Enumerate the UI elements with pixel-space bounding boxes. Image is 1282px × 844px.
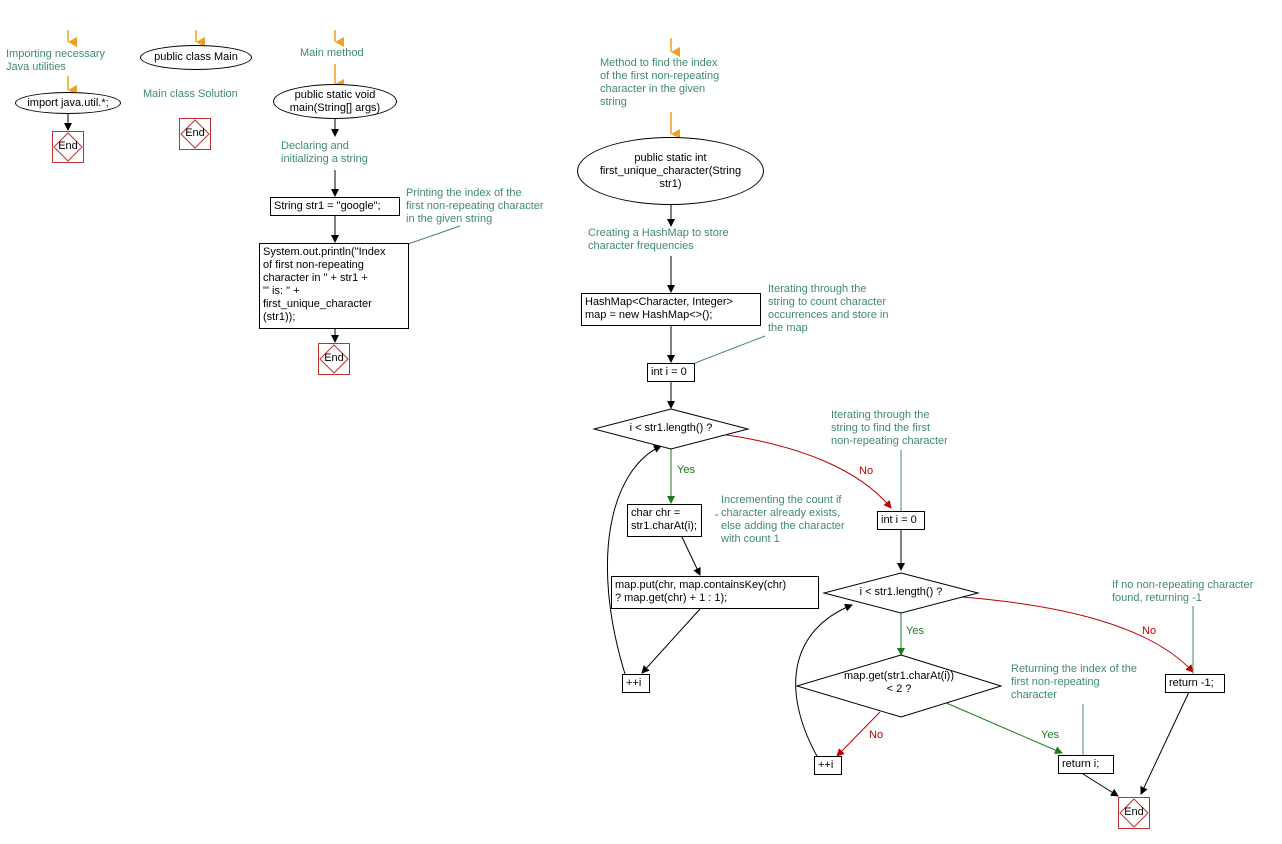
init-loop1-box: int i = 0 xyxy=(647,363,695,382)
end-node: End xyxy=(179,118,211,150)
main-text: public static void main(String[] args) xyxy=(289,88,381,114)
yes-connectors xyxy=(667,446,1063,754)
end-node: End xyxy=(52,131,84,163)
hashmap-decl-box: HashMap<Character, Integer> map = new Ha… xyxy=(581,293,761,326)
start-arrows xyxy=(67,30,680,139)
yes-label: Yes xyxy=(677,464,695,476)
note-class: Main class Solution xyxy=(143,88,238,100)
class-node: public class Main xyxy=(140,45,252,70)
note-iterate-count: Iterating through the string to count ch… xyxy=(768,283,889,334)
connectors xyxy=(64,114,1190,797)
no-label: No xyxy=(869,729,884,741)
main-method-node: public static void main(String[] args) xyxy=(273,84,397,119)
signature-text: public static int first_unique_character… xyxy=(599,151,742,190)
char-chr-box: char chr = str1.charAt(i); xyxy=(627,504,702,537)
note-hashmap: Creating a HashMap to store character fr… xyxy=(588,227,729,252)
import-node: import java.util.*; xyxy=(15,92,121,114)
note-method: Method to find the index of the first no… xyxy=(600,57,720,108)
cond2-text: i < str1.length() ? xyxy=(859,586,943,598)
init-loop2-box: int i = 0 xyxy=(877,511,925,530)
no-label: No xyxy=(859,465,874,477)
return-i-box: return i; xyxy=(1058,755,1114,774)
import-text: import java.util.*; xyxy=(27,96,109,109)
increment-i-box: ++i xyxy=(814,756,842,775)
note-return-neg: If no non-repeating character found, ret… xyxy=(1112,579,1254,604)
note-leaders xyxy=(407,225,1194,757)
decision-diamond xyxy=(592,408,750,450)
cond1-text: i < str1.length() ? xyxy=(629,422,713,434)
end-label: End xyxy=(58,140,78,152)
declare-string-box: String str1 = "google"; xyxy=(270,197,400,216)
class-text: public class Main xyxy=(154,51,238,63)
decision-diamond xyxy=(822,572,980,614)
no-connectors xyxy=(719,433,1194,757)
note-print: Printing the index of the first non-repe… xyxy=(406,187,544,225)
end-node: End xyxy=(1118,797,1150,829)
cond3-text: map.get(str1.charAt(i)) < 2 ? xyxy=(843,670,955,695)
note-increment: Incrementing the count if character alre… xyxy=(721,494,845,545)
end-label: End xyxy=(1124,806,1144,818)
end-label: End xyxy=(324,352,344,364)
decision-diamond xyxy=(795,654,1003,718)
method-signature-node: public static int first_unique_character… xyxy=(577,137,764,205)
print-statement-box: System.out.println("Index of first non-r… xyxy=(259,243,409,329)
yes-label: Yes xyxy=(906,625,924,637)
note-iterate-find: Iterating through the string to find the… xyxy=(831,409,948,447)
map-put-box: map.put(chr, map.containsKey(chr) ? map.… xyxy=(611,576,819,609)
note-declare: Declaring and initializing a string xyxy=(281,140,368,165)
yes-label: Yes xyxy=(1041,729,1059,741)
note-main-method: Main method xyxy=(300,47,364,59)
note-import: Importing necessary Java utilities xyxy=(6,48,106,73)
end-label: End xyxy=(185,127,205,139)
no-label: No xyxy=(1142,625,1157,637)
note-return-index: Returning the index of the first non-rep… xyxy=(1011,663,1137,701)
return-neg-box: return -1; xyxy=(1165,674,1225,693)
increment-i-box: ++i xyxy=(622,674,650,693)
end-node: End xyxy=(318,343,350,375)
